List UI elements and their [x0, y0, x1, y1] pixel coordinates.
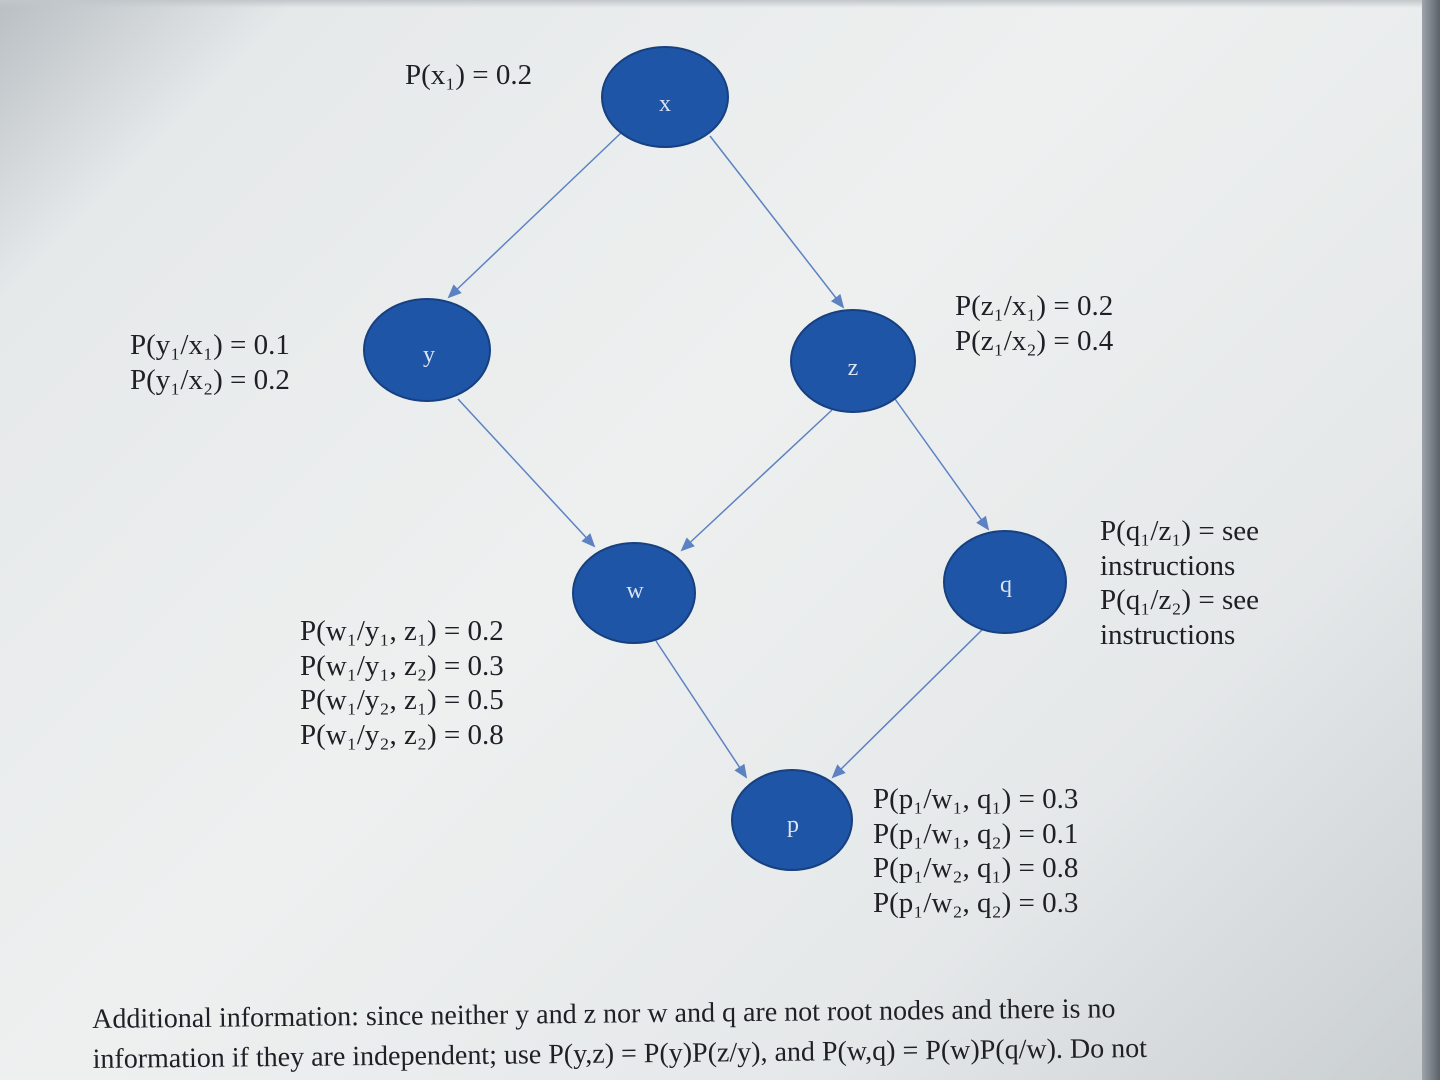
edge-z-to-w	[680, 409, 833, 552]
node-q-label: q	[1000, 572, 1012, 598]
prob-w-line-3: P(w₁/y₂, z₁) = 0.5	[300, 684, 504, 716]
prob-table-z: P(z₁/x₁) = 0.2 P(z₁/x₂) = 0.4	[955, 289, 1113, 358]
prob-table-w: P(w₁/y₁, z₁) = 0.2 P(w₁/y₁, z₂) = 0.3 P(…	[300, 614, 504, 752]
prob-q-line-1: P(q₁/z₁) = see	[1100, 515, 1259, 547]
prob-p-line-1: P(p₁/w₁, q₁) = 0.3	[873, 783, 1079, 815]
prob-y-line-2: P(y₁/x₂) = 0.2	[130, 363, 290, 396]
prob-q-line-3: P(q₁/z₂) = see	[1100, 584, 1259, 616]
node-x: x	[601, 46, 729, 148]
prob-q-line-4: instructions	[1100, 618, 1236, 651]
node-w-label: w	[626, 578, 644, 604]
prob-w-line-4: P(w₁/y₂, z₂) = 0.8	[300, 718, 504, 751]
prob-q-line-2: instructions	[1100, 549, 1236, 582]
prob-table-y: P(y₁/x₁) = 0.1 P(y₁/x₂) = 0.2	[130, 328, 290, 397]
prob-table-q: P(q₁/z₁) = see instructions P(q₁/z₂) = s…	[1100, 514, 1259, 652]
edge-w-to-p	[655, 640, 748, 779]
node-z: z	[790, 309, 916, 413]
node-q: q	[943, 530, 1067, 634]
node-z-label: z	[848, 355, 859, 381]
prob-x-line-1: P(x₁) = 0.2	[405, 59, 533, 91]
edge-x-to-y	[447, 131, 623, 299]
prob-z-line-2: P(z₁/x₂) = 0.4	[955, 324, 1114, 357]
node-p-label: p	[787, 812, 799, 838]
edge-x-to-z	[709, 135, 845, 309]
prob-table-p: P(p₁/w₁, q₁) = 0.3 P(p₁/w₁, q₂) = 0.1 P(…	[873, 782, 1078, 920]
node-x-label: x	[659, 91, 671, 117]
node-w: w	[572, 542, 696, 644]
prob-p-line-4: P(p₁/w₂, q₂) = 0.3	[873, 886, 1079, 919]
prob-y-line-1: P(y₁/x₁) = 0.1	[130, 329, 290, 361]
edge-z-to-q	[894, 398, 990, 531]
prob-w-line-1: P(w₁/y₁, z₁) = 0.2	[300, 615, 504, 647]
additional-information-text: Additional information: since neither y …	[92, 988, 1243, 1080]
node-y: y	[363, 298, 491, 402]
prob-p-line-3: P(p₁/w₂, q₁) = 0.8	[873, 852, 1079, 884]
prob-w-line-2: P(w₁/y₁, z₂) = 0.3	[300, 649, 504, 682]
edge-q-to-p	[831, 623, 989, 779]
node-p: p	[731, 769, 853, 871]
node-y-label: y	[423, 342, 435, 368]
prob-table-x: P(x₁) = 0.2	[405, 58, 532, 93]
prob-z-line-1: P(z₁/x₁) = 0.2	[955, 290, 1114, 322]
edge-y-to-w	[457, 398, 596, 548]
screen-bezel-right	[1422, 0, 1440, 1080]
prob-p-line-2: P(p₁/w₁, q₂) = 0.1	[873, 817, 1079, 850]
screen-bezel-top	[0, 0, 1440, 8]
